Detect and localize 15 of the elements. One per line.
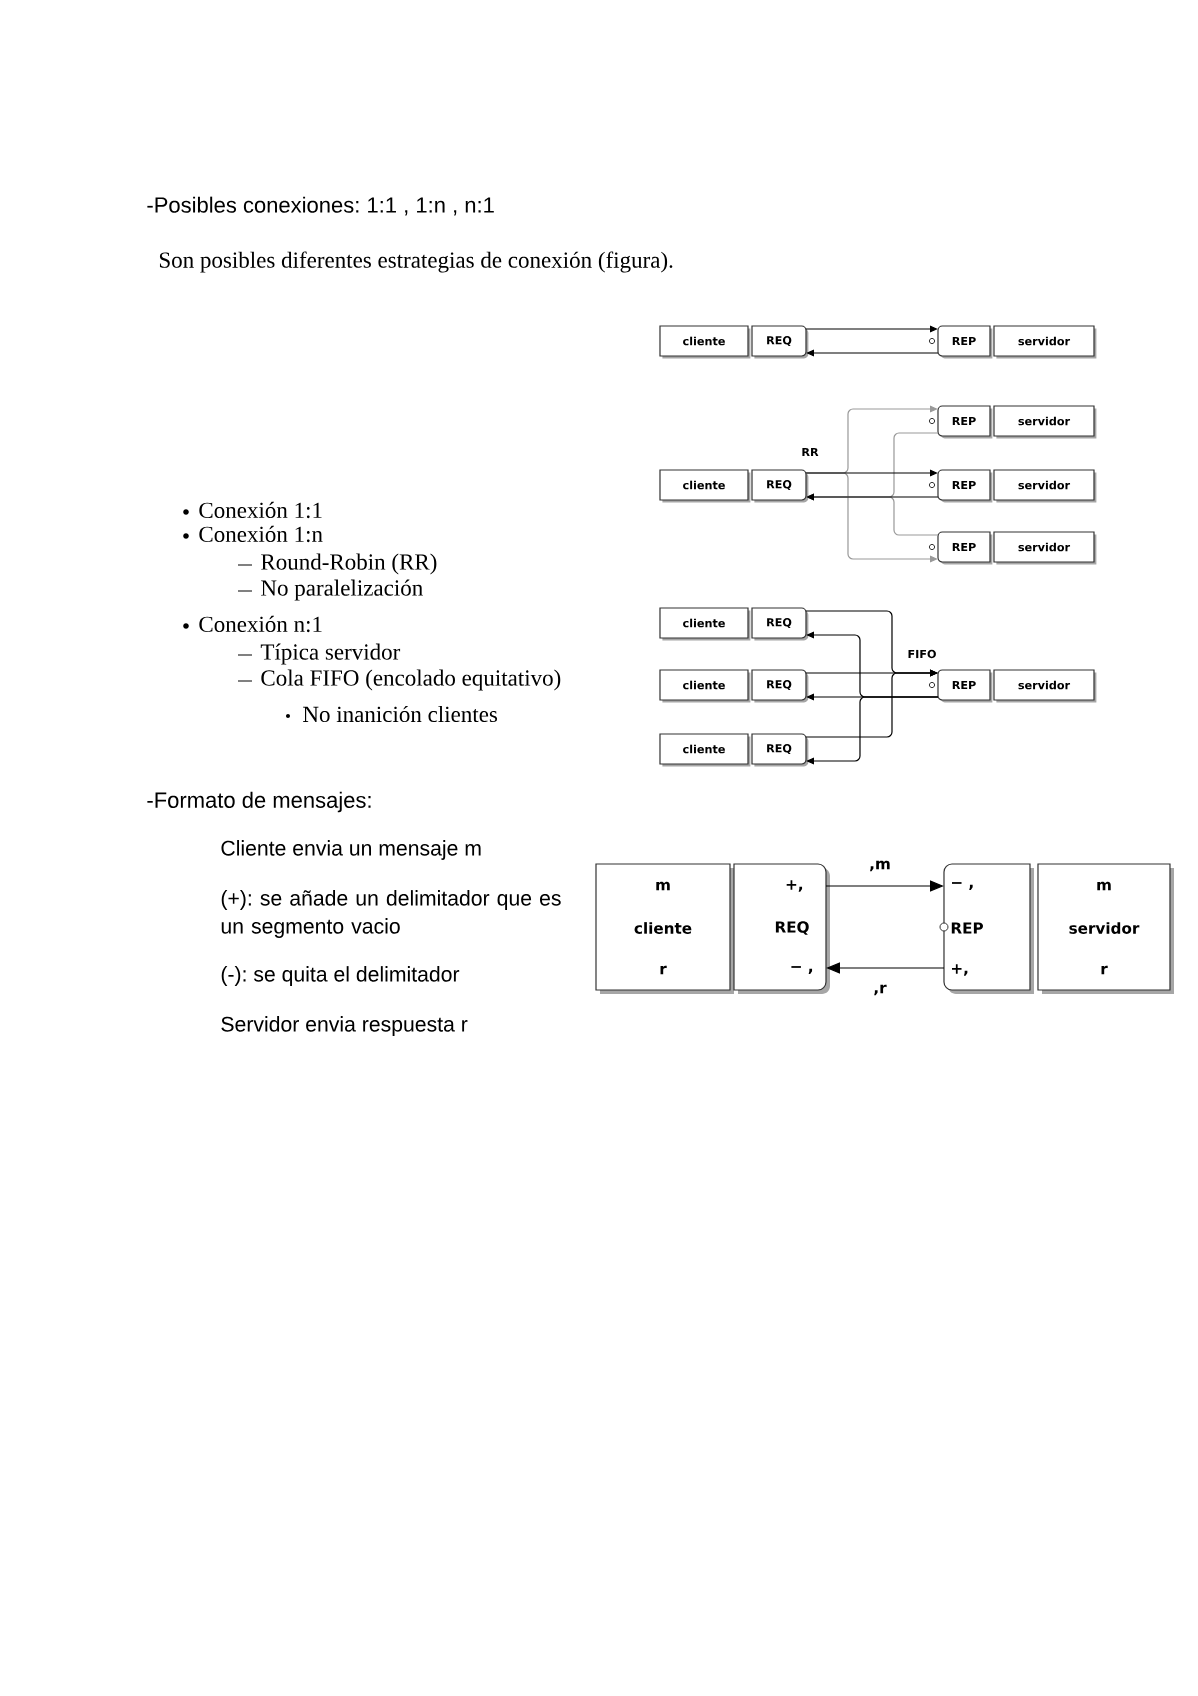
list-item: No paralelización <box>261 579 423 601</box>
text-line: (+): se añade un delimitador que es un segmento vacio <box>221 890 561 938</box>
text-line: Cliente envia un mensaje m <box>221 840 481 860</box>
list-item: Cola FIFO (encolado equitativo) <box>261 669 561 691</box>
list-item: Conexión 1:1 <box>199 501 322 519</box>
list-item: Típica servidor <box>260 643 401 665</box>
list-item: Round-Robin (RR) <box>261 553 437 575</box>
list-item: Conexión n:1 <box>199 615 322 633</box>
paragraph: Son posibles diferentes estrategias de conexión (figura). <box>159 251 673 273</box>
text-line: Servidor envia respuesta r <box>221 1016 468 1036</box>
list-item: Conexión 1:n <box>199 525 323 543</box>
text-line: (-): se quita el delimitador <box>221 966 460 986</box>
list-item: No inanición clientes <box>303 705 498 723</box>
section-heading: -Formato de mensajes: <box>147 791 371 813</box>
section-heading: -Posibles conexiones: 1:1 , 1:n , n:1 <box>147 196 494 216</box>
